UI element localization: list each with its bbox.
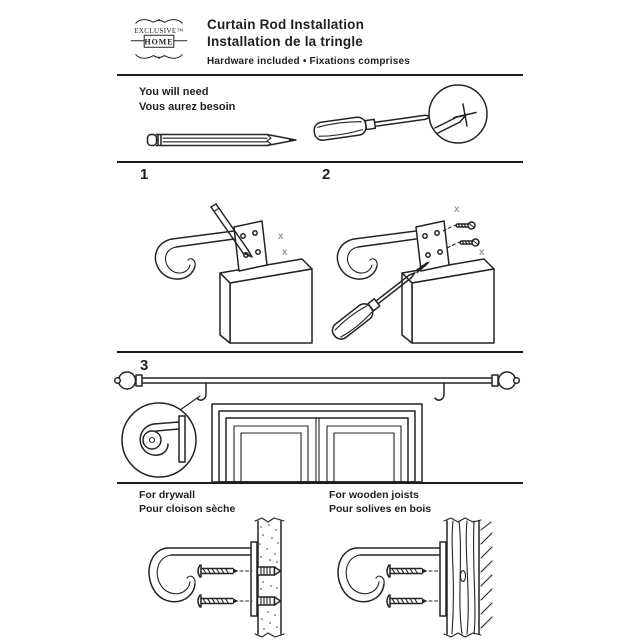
- drywall-stipple: [259, 524, 279, 630]
- screw-drawing: [197, 564, 253, 578]
- you-will-need-en: You will need: [139, 86, 209, 98]
- step-3-illustration: [113, 371, 521, 483]
- drywall-mounting-illustration: [148, 517, 285, 638]
- screw-drawing: [197, 594, 253, 608]
- wood-label: For wooden joists Pour solives en bois: [329, 489, 431, 516]
- placement-mark-x: x: [278, 231, 284, 242]
- wall-corner-drawing: [401, 258, 495, 344]
- screwdriver-handle: [313, 114, 433, 141]
- header-title-block: Curtain Rod Installation Installation de…: [207, 17, 410, 67]
- screwdriver-drawing: [331, 261, 430, 340]
- drywall-label-en: For drywall: [139, 489, 196, 501]
- screw-drawing: [386, 594, 440, 608]
- phillips-tip-zoom-circle: [428, 84, 488, 144]
- placement-mark-x: x: [479, 247, 485, 258]
- step-1-illustration: x x: [154, 203, 313, 344]
- bracket-side-view: [337, 541, 447, 617]
- logo-text-bottom: HOME: [145, 37, 174, 46]
- marking-pencil-drawing: [210, 203, 253, 258]
- exclusive-home-logo: EXCLUSIVE™ HOME: [130, 19, 188, 59]
- bracket-detail-inset: [121, 395, 201, 478]
- screw-drawing: [386, 564, 440, 578]
- step-2-number: 2: [322, 166, 331, 183]
- divider-header: [117, 74, 523, 76]
- placement-mark-x: x: [454, 204, 460, 215]
- step-2-illustration: x x: [331, 204, 495, 344]
- divider-steps: [117, 351, 523, 353]
- wall-anchor-drawing: [253, 594, 282, 608]
- step-3-number: 3: [140, 357, 149, 374]
- drywall-label-fr: Pour cloison sèche: [139, 502, 236, 515]
- wall-anchor-drawing: [253, 564, 282, 578]
- bracket-side-view: [148, 541, 258, 617]
- screw-drawing: [445, 238, 480, 250]
- hardware-included-note: Hardware included • Fixations comprises: [207, 56, 411, 67]
- drywall-label: For drywall Pour cloison sèche: [139, 489, 235, 516]
- logo-flourish-bottom-icon: [135, 54, 183, 59]
- window-frame-drawing: [211, 403, 423, 483]
- wood-mounting-illustration: [337, 517, 493, 638]
- wood-label-en: For wooden joists: [329, 489, 419, 501]
- screwdriver-illustration: [313, 84, 488, 144]
- wood-label-fr: Pour solives en bois: [329, 502, 432, 515]
- step-1-number: 1: [140, 166, 149, 183]
- page-title-en: Curtain Rod Installation: [207, 17, 365, 32]
- wood-side-hatch: [480, 521, 493, 629]
- you-will-need-label: You will need Vous aurez besoin: [139, 85, 235, 114]
- screw-drawing: [441, 221, 476, 233]
- bracket-drawing: [154, 220, 268, 280]
- divider-need: [117, 161, 523, 163]
- wall-corner-drawing: [219, 258, 313, 344]
- logo-text-top: EXCLUSIVE™: [134, 27, 184, 35]
- wood-joist-cross-section: [443, 517, 493, 638]
- you-will-need-fr: Vous aurez besoin: [139, 100, 236, 113]
- bracket-drawing: [336, 220, 450, 280]
- phillips-cross-icon: [453, 103, 477, 127]
- pencil-illustration: [146, 133, 297, 147]
- page-title-fr: Installation de la tringle: [207, 33, 363, 49]
- logo-flourish-top-icon: [135, 19, 183, 24]
- divider-step3: [117, 482, 523, 484]
- curtain-rod-drawing: [113, 371, 521, 401]
- placement-mark-x: x: [282, 247, 288, 258]
- drywall-cross-section: [253, 517, 285, 638]
